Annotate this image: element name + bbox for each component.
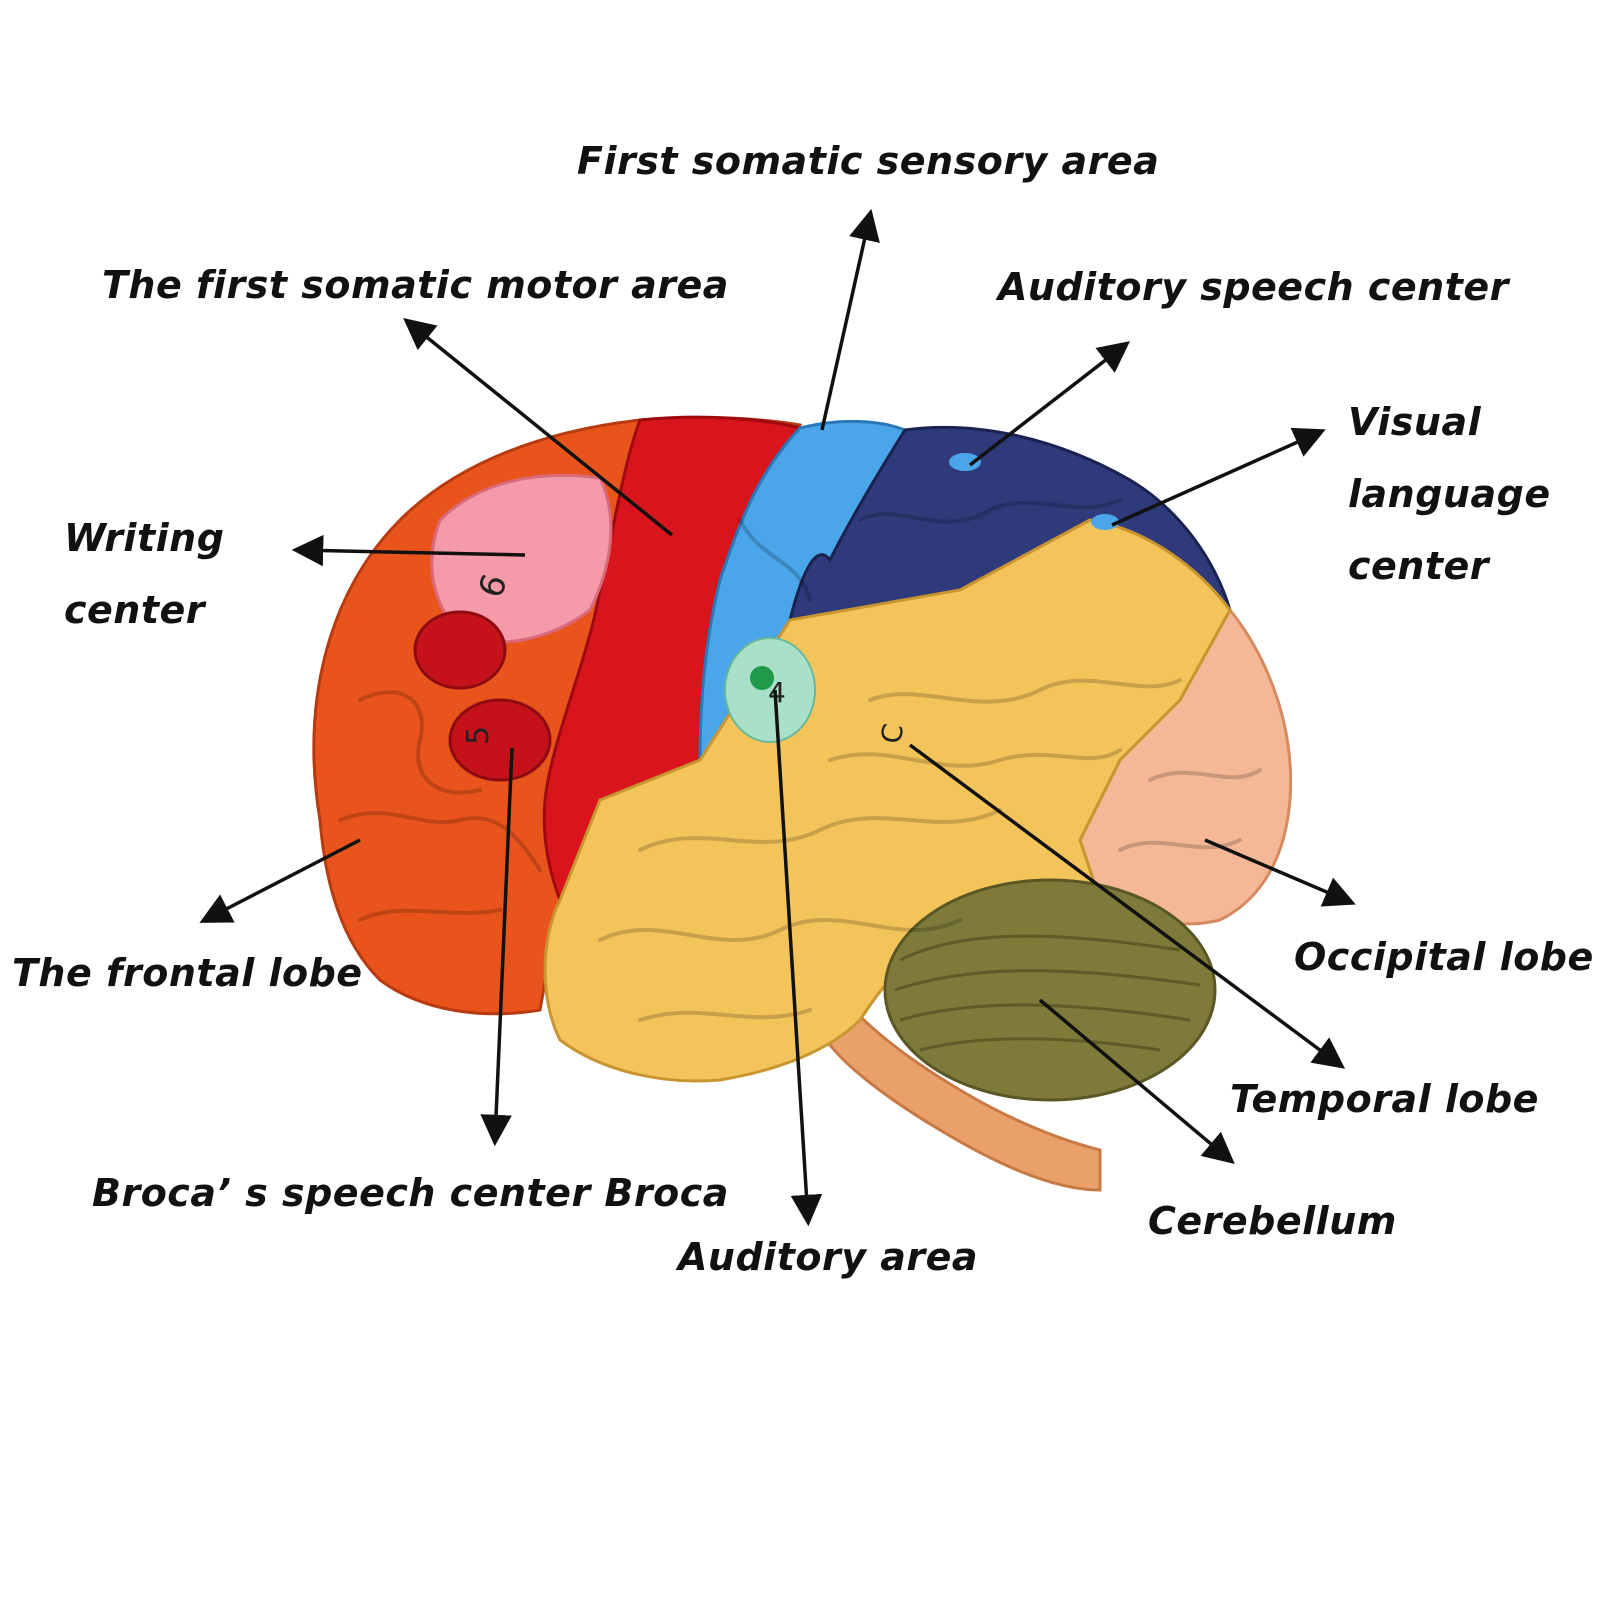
broca-region-knob <box>413 610 507 690</box>
label-brocas-speech-center: Broca’ s speech center Broca <box>92 1171 729 1215</box>
arrow-visual-language-center <box>1111 427 1326 527</box>
label-auditory-speech-center: Auditory speech center <box>998 265 1509 309</box>
cerebellum-folia <box>894 934 1201 1052</box>
cerebellum-region <box>883 878 1217 1102</box>
auditory-marker-dot <box>750 666 774 690</box>
model-number-broca: 5 <box>461 726 496 745</box>
label-center-line: center <box>1348 544 1490 588</box>
label-auditory-area: Auditory area <box>678 1235 978 1279</box>
arrow-temporal-lobe <box>908 743 1346 1069</box>
label-first-somatic-sensory: First somatic sensory area <box>577 139 1160 183</box>
visual-language-marker <box>1091 514 1119 530</box>
auditory-speech-marker <box>949 453 981 471</box>
arrow-cerebellum <box>1038 998 1235 1165</box>
brainstem <box>828 996 1102 1192</box>
arrow-auditory-area <box>773 689 823 1227</box>
label-cerebellum: Cerebellum <box>1148 1199 1397 1243</box>
arrow-frontal-lobe <box>199 838 361 923</box>
auditory-area-region <box>724 637 816 743</box>
arrow-occipital-lobe <box>1204 838 1356 907</box>
label-occipital-lobe: Occipital lobe <box>1294 935 1594 979</box>
temporal-region <box>543 518 1232 1083</box>
arrow-writing-center <box>291 534 526 567</box>
gyri-texture <box>338 498 1262 1022</box>
model-number-auditory: 4 <box>768 676 786 709</box>
label-first-somatic-motor: The first somatic motor area <box>102 263 729 307</box>
label-visual-language-center: Visual language center <box>1348 386 1551 602</box>
broca-region-knob <box>448 698 552 782</box>
label-writing-center: Writing center <box>64 502 224 646</box>
label-visual-line: Visual <box>1348 400 1482 444</box>
parietal-region <box>787 425 1233 622</box>
leader-arrows <box>199 208 1356 1227</box>
label-center-line: center <box>64 588 206 632</box>
writing-center-region <box>430 473 613 644</box>
arrow-first-somatic-sensory <box>820 208 880 431</box>
arrow-auditory-speech-center <box>968 341 1130 467</box>
arrow-first-somatic-motor <box>403 318 674 537</box>
arrow-brocas-speech-center <box>480 747 514 1147</box>
label-frontal-lobe: The frontal lobe <box>12 951 363 995</box>
label-writing-line: Writing <box>64 516 225 560</box>
label-temporal-lobe: Temporal lobe <box>1230 1077 1539 1121</box>
label-language-line: language <box>1348 472 1551 516</box>
